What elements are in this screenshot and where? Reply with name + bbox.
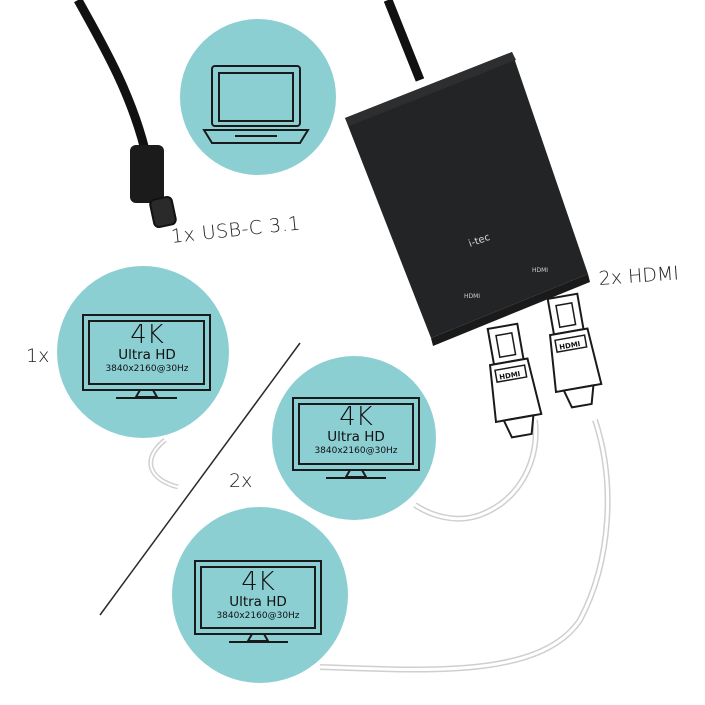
usb-c-plug-tip: [149, 195, 177, 229]
adapter-device: [345, 52, 590, 346]
dual-display-label: 2x: [229, 470, 253, 492]
monitor-1-spec: 4K Ultra HD 3840x2160@30Hz: [90, 322, 204, 375]
hdmi-plug-2: [546, 292, 603, 409]
monitor-2-resolution: 4K: [339, 402, 373, 432]
monitor-1-cable: [148, 438, 179, 490]
monitor-1-refresh: 3840x2160@30Hz: [105, 364, 189, 374]
monitor-1-resolution: 4K: [130, 320, 164, 350]
monitor-2-quality: Ultra HD: [327, 429, 385, 445]
monitor-2-spec: 4K Ultra HD 3840x2160@30Hz: [299, 404, 413, 457]
adapter-port-left-label: HDMI: [464, 293, 480, 300]
monitor-2-icon: [292, 397, 420, 479]
laptop-circle: [180, 19, 336, 175]
monitor-3-spec: 4K Ultra HD 3840x2160@30Hz: [201, 569, 315, 622]
monitor-3-circle: [172, 507, 348, 683]
monitor-2-refresh: 3840x2160@30Hz: [314, 446, 398, 456]
monitor-1-quality: Ultra HD: [118, 347, 176, 363]
laptop-icon: [202, 65, 310, 144]
monitor-3-quality: Ultra HD: [229, 594, 287, 610]
hdmi-plug-2-label: HDMI: [559, 340, 581, 352]
adapter-port-right-label: HDMI: [532, 267, 548, 274]
hdmi-plug-1: [486, 322, 543, 439]
hdmi-cables: [319, 419, 611, 673]
monitor-3-icon: [194, 560, 322, 643]
monitor-1-icon: [82, 314, 211, 399]
adapter-cable: [383, 0, 425, 82]
monitor-1-circle: [57, 266, 229, 438]
usb-c-cable: [74, 0, 150, 152]
monitor-3-refresh: 3840x2160@30Hz: [216, 611, 300, 621]
monitor-3-resolution: 4K: [241, 567, 275, 597]
single-display-label: 1x: [26, 345, 50, 367]
usb-c-connector: [130, 145, 164, 203]
hdmi-plug-1-label: HDMI: [499, 370, 521, 382]
divider-line: [99, 342, 301, 616]
